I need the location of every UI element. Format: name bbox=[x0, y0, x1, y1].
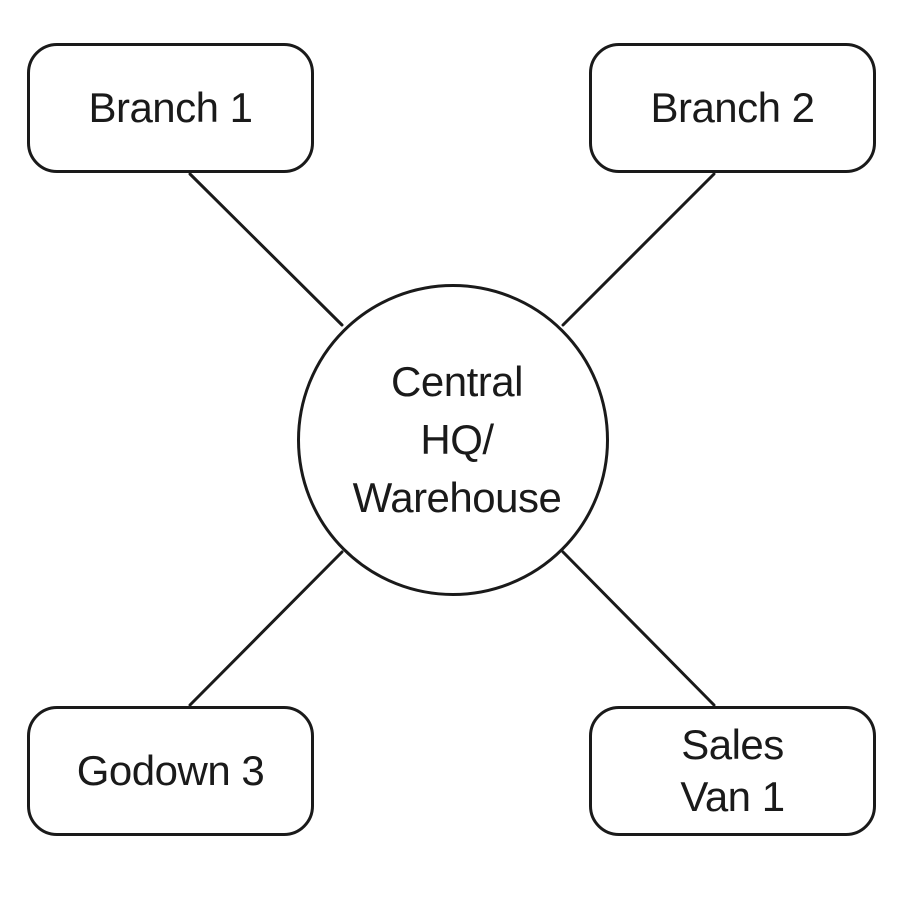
hub-label-line: Central bbox=[391, 358, 523, 405]
node-branch-2: Branch 2 bbox=[589, 43, 876, 173]
connector-hub-branch-1 bbox=[188, 172, 344, 327]
node-label: Godown 3 bbox=[76, 747, 265, 794]
node-sales-van-1: Sales Van 1 bbox=[589, 706, 876, 836]
node-label-line: Van 1 bbox=[680, 773, 785, 820]
connector-hub-sales-van-1 bbox=[561, 550, 716, 707]
node-label: Branch 1 bbox=[88, 84, 253, 131]
node-branch-1: Branch 1 bbox=[27, 43, 314, 173]
node-label-line: Sales bbox=[681, 721, 784, 768]
connector-hub-godown-3 bbox=[188, 550, 344, 707]
hub-label-line: Warehouse bbox=[352, 474, 562, 521]
connector-hub-branch-2 bbox=[561, 172, 716, 327]
hub-label-line: HQ/ bbox=[420, 416, 494, 463]
hub-central-hq-warehouse: Central HQ/ Warehouse bbox=[297, 284, 609, 596]
node-godown-3: Godown 3 bbox=[27, 706, 314, 836]
node-label: Branch 2 bbox=[650, 84, 815, 131]
